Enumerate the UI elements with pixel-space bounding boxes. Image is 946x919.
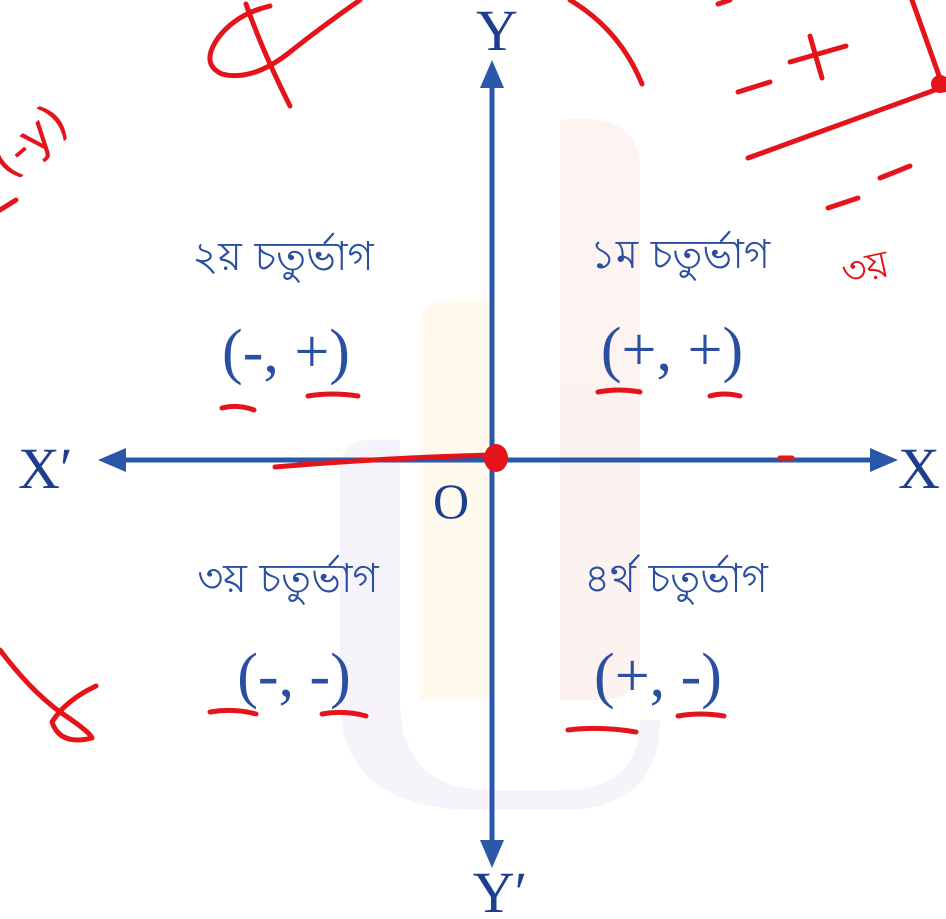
quadrant-1-title: ১ম চতুর্ভাগ — [590, 230, 771, 280]
underline-q2-x — [219, 403, 257, 413]
quadrant-2-title: ২য় চতুর্ভাগ — [192, 232, 374, 282]
arc-top-center — [567, 0, 645, 87]
x-axis-label-right: X — [898, 436, 940, 501]
mini-sign-plus-h — [787, 43, 849, 65]
underline-q4-x — [565, 725, 639, 735]
x-axis-label-left: X′ — [18, 436, 73, 501]
underline-q1-x — [595, 387, 643, 395]
quadrant-4-title: ৪র্থ চতুর্ভাগ — [584, 554, 769, 604]
x-axis-ink-trace — [272, 452, 493, 470]
quadrant-2-sign: (-, +) — [222, 318, 350, 386]
quadrant-4-sign: (+, -) — [594, 642, 722, 710]
mini-mark-top — [715, 0, 733, 7]
mini-sign-minus-2 — [825, 195, 861, 211]
underline-q3-y — [319, 709, 369, 719]
curve-bottom-left — [0, 647, 99, 743]
mini-sign-minus-1 — [735, 79, 773, 95]
underline-q4-y — [675, 711, 727, 719]
quadrant-1-sign: (+, +) — [601, 316, 743, 384]
mini-axis-origin-dot — [931, 75, 946, 93]
x-axis-arrow-right — [870, 448, 898, 472]
scribble-top-left — [207, 0, 363, 79]
scribble-top-left-cross — [243, 1, 293, 109]
underline-q2-y — [305, 391, 361, 399]
origin-dot — [484, 444, 508, 472]
y-axis-arrow-bottom — [480, 840, 504, 868]
watermark-logo — [340, 118, 660, 810]
origin-label: O — [433, 473, 469, 529]
mini-sign-plus-v — [807, 33, 825, 81]
mini-sign-minus-3 — [877, 163, 913, 181]
y-axis-label-top: Y — [476, 0, 518, 63]
x-axis-arrow-left — [98, 448, 126, 472]
underline-q3-x — [207, 707, 259, 717]
margin-note-left-tick — [0, 197, 19, 213]
y-axis-label-bottom: Y′ — [473, 860, 528, 919]
margin-note-right: ৩য় — [838, 241, 894, 294]
mini-axis-horizontal — [745, 83, 946, 161]
y-axis-arrow-top — [480, 60, 504, 88]
margin-note-left: (-y) — [0, 93, 79, 189]
quadrant-3-title: ৩য় চতুর্ভাগ — [197, 554, 379, 604]
quadrant-3-sign: (-, -) — [237, 642, 351, 710]
underline-q1-y — [707, 391, 743, 399]
